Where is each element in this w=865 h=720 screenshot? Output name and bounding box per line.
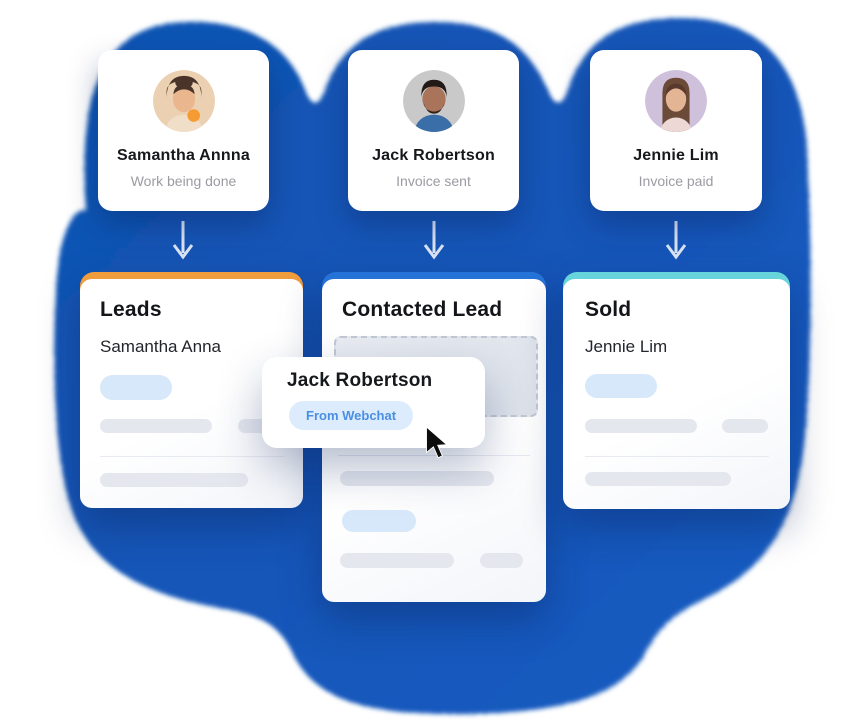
person-status: Work being done xyxy=(130,173,237,189)
placeholder-line xyxy=(340,553,454,568)
column-title: Contacted Lead xyxy=(342,298,503,321)
down-arrow-icon xyxy=(665,221,687,260)
person-card-jennie[interactable]: Jennie Lim Invoice paid xyxy=(590,50,762,211)
person-card-samantha[interactable]: Samantha Annna Work being done xyxy=(98,50,269,211)
avatar-jennie xyxy=(645,70,707,132)
divider xyxy=(338,455,530,456)
dragged-lead-name: Jack Robertson xyxy=(287,370,433,391)
placeholder-tag xyxy=(100,375,172,400)
down-arrow-icon xyxy=(172,221,194,260)
placeholder-line xyxy=(585,419,697,433)
lead-name: Jennie Lim xyxy=(585,337,668,356)
dragged-lead-card[interactable]: Jack Robertson From Webchat xyxy=(262,357,485,448)
avatar-samantha xyxy=(152,70,215,132)
lead-name: Samantha Anna xyxy=(100,337,221,356)
cursor-icon xyxy=(426,427,448,459)
down-arrow-icon xyxy=(423,221,445,260)
column-leads[interactable]: Leads Samantha Anna xyxy=(80,272,303,508)
placeholder-line xyxy=(480,553,523,568)
person-card-jack[interactable]: Jack Robertson Invoice sent xyxy=(348,50,519,211)
column-title: Sold xyxy=(585,298,632,321)
person-name: Samantha Annna xyxy=(117,147,250,164)
avatar-jack xyxy=(402,70,465,132)
placeholder-line xyxy=(722,419,768,433)
column-title: Leads xyxy=(100,298,162,321)
person-status: Invoice paid xyxy=(638,173,714,189)
placeholder-line xyxy=(100,473,248,487)
column-sold[interactable]: Sold Jennie Lim xyxy=(563,272,790,509)
person-status: Invoice sent xyxy=(396,173,471,189)
placeholder-tag xyxy=(585,374,657,398)
divider xyxy=(100,456,284,457)
placeholder-line xyxy=(100,419,212,433)
person-name: Jack Robertson xyxy=(372,147,495,164)
lead-source-badge: From Webchat xyxy=(289,401,414,430)
placeholder-line xyxy=(585,472,731,486)
person-name: Jennie Lim xyxy=(633,147,719,164)
placeholder-line xyxy=(340,471,494,486)
placeholder-tag xyxy=(342,510,416,532)
divider xyxy=(585,456,769,457)
